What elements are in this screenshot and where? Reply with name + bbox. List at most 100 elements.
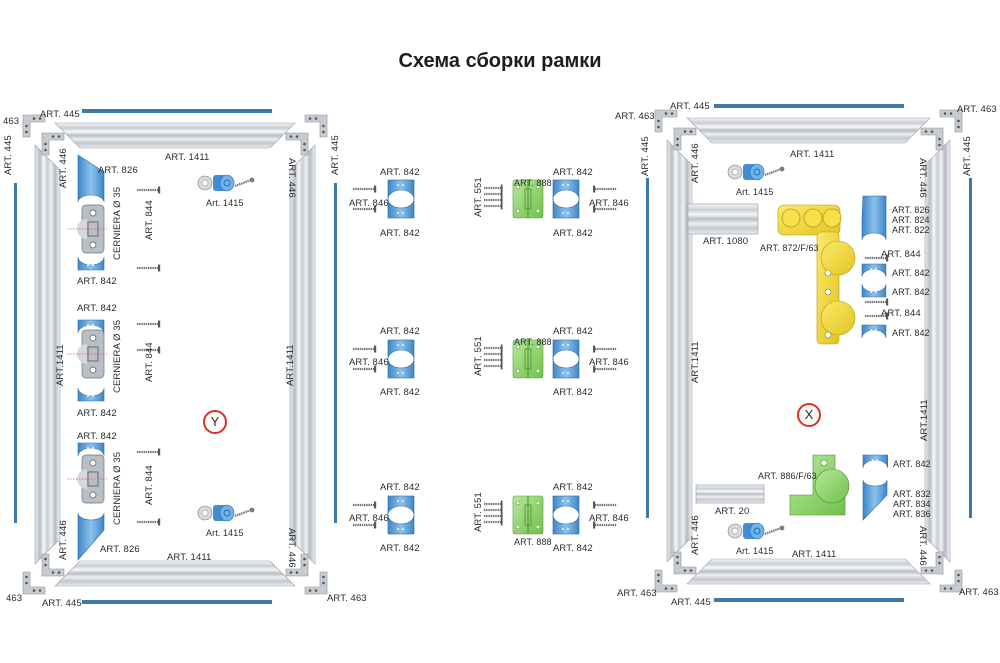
label-art-445: ART. 445 [670,101,710,112]
right-frame-bar-445-top [714,104,904,108]
label-art-463: ART. 463 [327,593,367,604]
label-art-446: ART. 446 [690,515,701,555]
label-art-842: ART. 842 [380,326,420,337]
roller-wheel [803,208,823,228]
plate-842-pair [552,179,580,219]
screw-551 [482,183,504,193]
label-art-20: ART. 20 [715,506,750,517]
label-art-844: ART. 844 [144,200,155,240]
label-art-842: ART. 842 [553,228,593,239]
screw-846 [351,344,378,354]
plate-842-pair [387,339,415,379]
plate-842 [861,324,887,339]
left-frame-bar-445-bottom [82,600,272,604]
screw-551 [482,355,504,365]
screw-846 [351,184,378,194]
label-art-826: ART. 826 [100,544,140,555]
screw-844 [135,319,162,329]
plate-826 [861,195,887,241]
label-art-446: ART. 446 [917,158,928,198]
hinge-872-cup [820,240,856,276]
screw-551 [482,361,504,371]
plate-842-pair [387,179,415,219]
screw-846 [591,184,619,194]
label-art-842: ART. 842 [893,459,931,469]
label-art-446: ART. 446 [690,143,701,183]
hinge-888 [512,495,544,535]
screw-551 [482,505,504,515]
label-art-834: ART. 834 [893,499,931,509]
stopper-1415 [726,521,786,541]
label-art-826: ART. 826 [98,165,138,176]
label-art-551: ART. 551 [473,336,484,376]
label-art-842: ART. 842 [380,543,420,554]
left-frame-bar-445-left [14,183,17,523]
label-art-842: ART. 842 [553,482,593,493]
label-art-446: ART. 446 [917,526,928,566]
label-art-463: 463 [6,593,23,604]
label-art-844: ART. 844 [881,249,921,260]
hinge-886-cup [814,468,850,504]
right-frame-profile-1411-top [686,117,931,144]
label-art-1415: Art. 1415 [206,528,244,538]
hinge-hole [820,459,828,467]
roller-wheel [822,208,842,228]
label-art-463: ART. 463 [615,111,655,122]
screw-551 [482,343,504,353]
label-art-1411: ART. 1411 [167,552,212,563]
label-art-842: ART. 842 [553,543,593,554]
label-art-446: ART. 446 [58,148,69,188]
screw-846 [591,500,619,510]
plate-842-pair [552,339,580,379]
label-art-445: ART. 445 [42,598,82,609]
plate-842-pair [387,495,415,535]
label-art-463: ART. 463 [959,587,999,598]
hinge-hole [824,288,832,296]
label-art-463: 463 [3,116,20,127]
label-art-822: ART. 822 [892,225,930,235]
label-art-1411: ART. 1411 [790,149,835,160]
left-frame-profile-1411-right [289,144,316,565]
cerniera-hinge [66,454,108,504]
label-art-445: ART. 445 [40,109,80,120]
screw-551 [482,349,504,359]
right-frame-profile-1411-left [666,139,693,563]
marker-x: X [797,403,821,427]
screw-846 [351,500,378,510]
left-frame-profile-1411-bottom [54,560,296,587]
left-frame-profile-1411-left [34,144,61,565]
screw-844 [135,447,162,457]
label-art-445: ART. 445 [671,597,711,608]
label-art-1080: ART. 1080 [703,236,749,247]
label-art-888: ART. 888 [514,337,552,347]
label-art-842: ART. 842 [892,328,930,338]
label-cerniera: CERNIERA Ø 35 [112,319,123,393]
marker-y: Y [203,410,227,434]
stopper-1415 [726,162,786,182]
screw-551 [482,195,504,205]
label-art-886: ART. 886/F/63 [758,471,817,481]
label-art-1415: Art. 1415 [206,198,244,208]
screw-551 [482,189,504,199]
label-art-844: ART. 844 [881,308,921,319]
label-art-846: ART. 846 [589,357,629,368]
label-art-445: ART. 445 [3,135,14,175]
screw-844 [135,263,162,273]
left-frame-profile-1411-top [54,122,296,149]
label-art-1411: ART. 1411 [165,152,210,163]
label-art-842: ART. 842 [380,482,420,493]
label-art-1411: ART.1411 [690,341,701,383]
right-frame-bar-445-bottom [714,598,904,602]
label-art-872: ART. 872/F/63 [760,243,819,253]
screw-551 [482,499,504,509]
roller-wheel [781,208,801,228]
left-frame-bar-445-top [82,109,272,113]
plate-842-pair [552,495,580,535]
screw-846 [591,344,619,354]
right-frame-bracket-446 [673,551,697,575]
stopper-1415 [196,173,256,193]
label-art-846: ART. 846 [349,513,389,524]
label-art-888: ART. 888 [514,537,552,547]
cerniera-hinge [66,204,108,254]
